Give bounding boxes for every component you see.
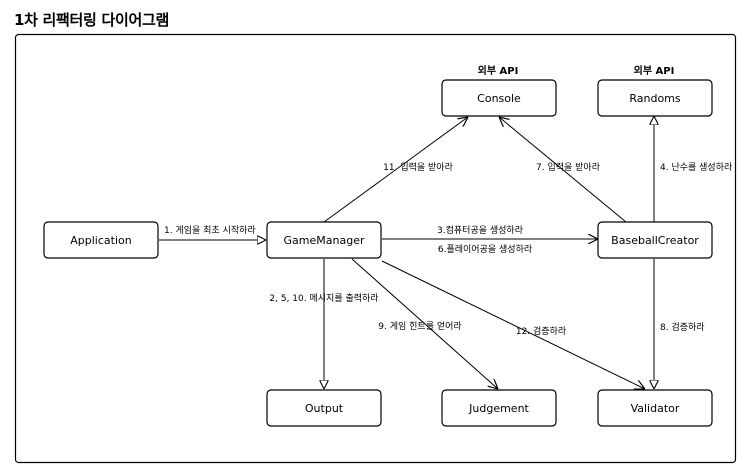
node-console-label: Console [477,92,521,105]
label-validate-gm: 12. 검증하라 [516,325,567,337]
node-output[interactable]: Output [266,389,382,427]
node-application[interactable]: Application [43,221,159,259]
edge-validate-gm [381,260,645,389]
node-judgement[interactable]: Judgement [441,389,557,427]
node-gamemanager[interactable]: GameManager [266,221,382,259]
label-start-game: 1. 게임을 최초 시작하라 [164,224,256,236]
edge-input-gm [323,117,468,223]
node-validator[interactable]: Validator [597,389,713,427]
label-input-gm: 11. 입력을 받아라 [383,161,453,173]
label-print-message: 2, 5, 10. 메시지를 출력하라 [269,292,379,304]
node-randoms[interactable]: Randoms [597,79,713,117]
label-validate-bc: 8. 검증하라 [660,321,705,333]
diagram-title: 1차 리팩터링 다이어그램 [14,11,169,29]
edge-input-bc [499,117,627,223]
node-randoms-label: Randoms [629,92,681,105]
node-judgement-label: Judgement [468,402,529,415]
edge-labels: 1. 게임을 최초 시작하라 3.컴퓨터공을 생성하라 6.플레이어공을 생성하… [164,161,733,337]
node-baseballcreator-label: BaseballCreator [611,234,699,247]
node-baseballcreator[interactable]: BaseballCreator [597,221,713,259]
node-validator-label: Validator [631,402,680,415]
label-random-number: 4. 난수를 생성하라 [660,162,733,173]
node-application-label: Application [70,234,131,247]
label-input-bc: 7. 입력을 받아라 [536,161,601,173]
node-console[interactable]: Console [441,79,557,117]
edges [159,116,654,389]
diagram-frame [14,33,737,464]
label-create-player: 6.플레이어공을 생성하라 [438,244,533,255]
label-get-hint: 9. 게임 힌트를 얻어라 [378,320,462,332]
randoms-group-label: 외부 API [634,65,675,77]
label-create-computer: 3.컴퓨터공을 생성하라 [437,224,524,236]
node-gamemanager-label: GameManager [284,234,365,247]
edge-get-hint [351,258,498,389]
console-group-label: 외부 API [478,65,519,77]
node-output-label: Output [305,402,344,415]
